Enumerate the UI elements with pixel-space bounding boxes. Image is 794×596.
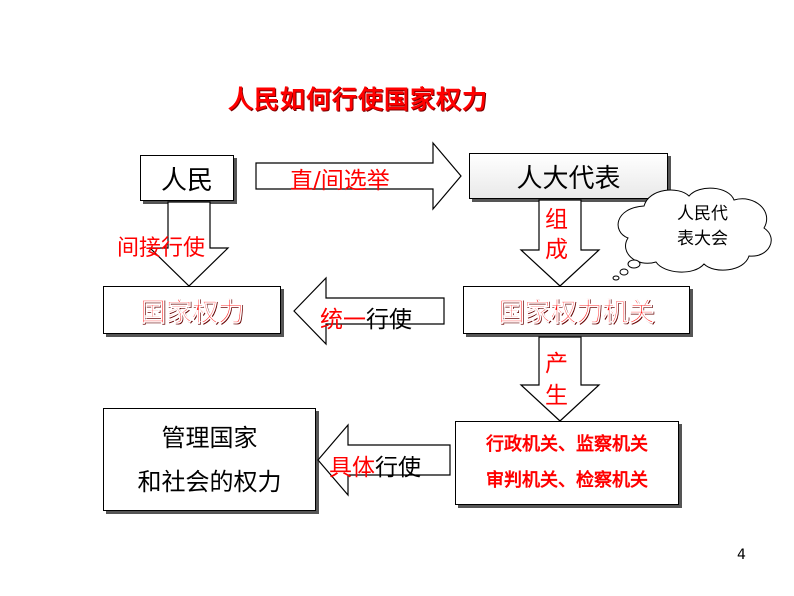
- indirect-label: 间接行使: [117, 236, 206, 261]
- concrete-label: 具体行使: [329, 455, 421, 481]
- node-people: 人民: [140, 155, 234, 201]
- cloud-callout: [612, 187, 772, 281]
- elect-label: 直/间选举: [290, 168, 390, 194]
- elect-arrow: [255, 141, 462, 211]
- node-deputies: 人大代表: [469, 153, 668, 199]
- node-state-power-label: 国家权力: [139, 297, 245, 328]
- produce-label: 产 生: [545, 351, 568, 409]
- node-people-label: 人民: [160, 165, 213, 196]
- produce-arrow: [519, 336, 601, 422]
- node-manage-line2: 和社会的权力: [137, 467, 282, 496]
- node-organs: 行政机关、监察机关 审判机关、检察机关: [455, 421, 679, 505]
- node-organs-line1: 行政机关、监察机关: [486, 434, 648, 455]
- concrete-arrow: [317, 423, 451, 497]
- unify-arrow: [293, 276, 445, 346]
- node-organs-line2: 审判机关、检察机关: [486, 470, 648, 491]
- node-state-organ-label: 国家权力机关: [498, 297, 655, 328]
- indirect-arrow: [148, 201, 230, 287]
- node-manage: 管理国家 和社会的权力: [103, 408, 316, 511]
- node-state-power: 国家权力: [103, 286, 281, 334]
- cloud-label: 人民代 表大会: [677, 204, 728, 249]
- node-manage-line1: 管理国家: [161, 423, 258, 452]
- node-deputies-label: 人大代表: [516, 163, 621, 194]
- compose-label: 组 成: [545, 207, 568, 263]
- node-state-organ: 国家权力机关: [463, 286, 690, 334]
- unify-label: 统一行使: [320, 307, 412, 333]
- compose-arrow: [519, 199, 601, 287]
- diagram-title: 人民如何行使国家权力: [228, 85, 489, 114]
- page-number: 4: [737, 547, 746, 563]
